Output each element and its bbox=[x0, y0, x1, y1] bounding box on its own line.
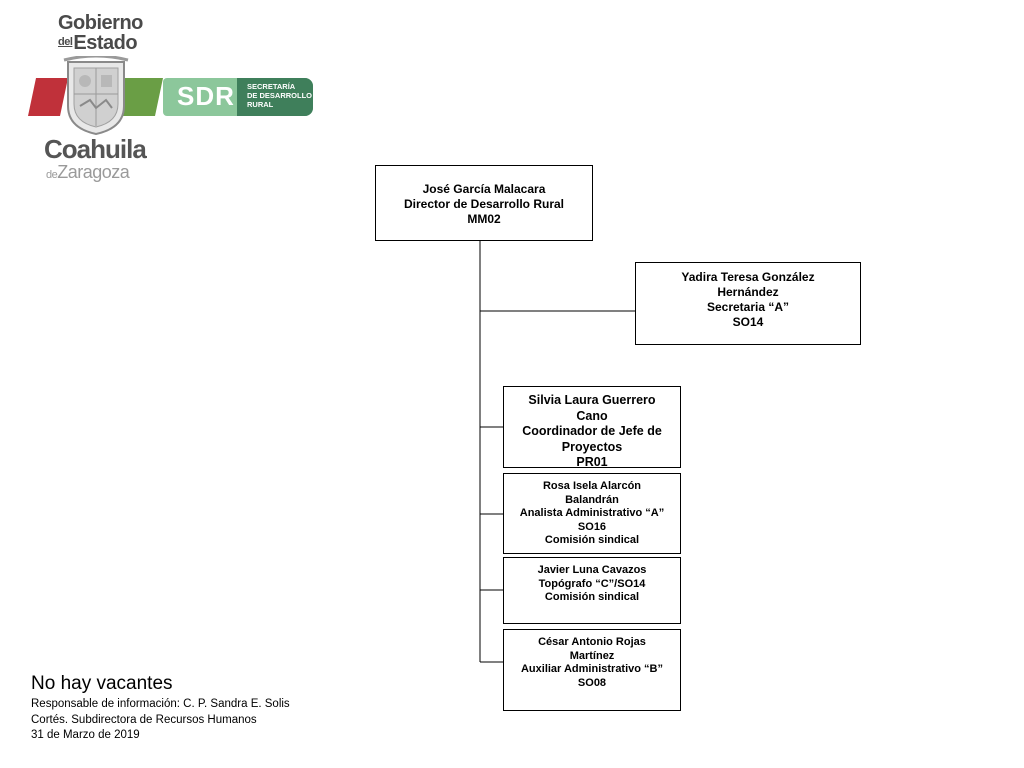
sdr-subtitle-panel: SECRETARÍA DE DESARROLLO RURAL bbox=[237, 78, 313, 116]
org-box-analista: Rosa Isela Alarcón Balandrán Analista Ad… bbox=[503, 473, 681, 554]
box-line: Javier Luna Cavazos bbox=[537, 564, 647, 576]
box-line: Martínez bbox=[569, 649, 615, 662]
box-line: Topógrafo “C”/SO14 bbox=[538, 577, 646, 590]
footer-line-2: Cortés. Subdirectora de Recursos Humanos bbox=[31, 713, 257, 726]
box-line: Comisión sindical bbox=[544, 591, 640, 603]
box-line: José García Malacara bbox=[422, 182, 546, 196]
gobierno-text: Gobierno bbox=[58, 12, 143, 34]
box-line: SO08 bbox=[577, 676, 607, 689]
box-line: Coordinador de Jefe de bbox=[522, 424, 662, 438]
org-box-topografo: Javier Luna Cavazos Topógrafo “C”/SO14 C… bbox=[503, 557, 681, 624]
box-line: SO14 bbox=[732, 315, 764, 329]
de-text: de bbox=[46, 169, 58, 181]
box-line: MM02 bbox=[467, 212, 501, 226]
coat-of-arms-icon bbox=[63, 56, 129, 136]
box-line: Secretaria “A” bbox=[706, 300, 790, 314]
org-box-auxiliar: César Antonio Rojas Martínez Auxiliar Ad… bbox=[503, 629, 681, 711]
del-text: del bbox=[58, 36, 73, 48]
zaragoza-name: Zaragoza bbox=[57, 162, 130, 182]
sdr-acronym: SDR bbox=[177, 81, 235, 111]
footer-date: 31 de Marzo de 2019 bbox=[31, 729, 140, 741]
footer-line-1: Responsable de información: C. P. Sandra… bbox=[31, 698, 290, 710]
org-box-director: José García Malacara Director de Desarro… bbox=[375, 165, 593, 241]
box-line: Rosa Isela Alarcón bbox=[542, 480, 642, 492]
box-line: SO16 bbox=[577, 520, 607, 533]
flag-stripe-icon bbox=[28, 78, 163, 116]
box-line: Comisión sindical bbox=[544, 534, 640, 546]
estado-text: Estado bbox=[73, 32, 138, 54]
government-logo: Gobierno delEstado Coahuila deZaragoza S… bbox=[28, 8, 318, 188]
box-line: Yadira Teresa González bbox=[681, 270, 815, 284]
box-line: Silvia Laura Guerrero bbox=[528, 393, 656, 407]
box-line: Balandrán bbox=[565, 493, 619, 506]
sdr-line-3: RURAL bbox=[247, 100, 274, 109]
org-box-coordinador: Silvia Laura Guerrero Cano Coordinador d… bbox=[503, 386, 681, 469]
box-line: Proyectos bbox=[561, 439, 623, 454]
footer-responsible-info: Responsable de información: C. P. Sandra… bbox=[31, 697, 301, 744]
sdr-line-2: DE DESARROLLO bbox=[247, 91, 313, 100]
box-line: César Antonio Rojas bbox=[538, 636, 646, 648]
coahuila-text: Coahuila bbox=[44, 134, 147, 164]
zaragoza-text: deZaragoza bbox=[46, 162, 130, 183]
box-line: Director de Desarrollo Rural bbox=[403, 197, 565, 211]
box-line: Auxiliar Administrativo “B” bbox=[520, 663, 663, 675]
no-vacancies-text: No hay vacantes bbox=[31, 673, 173, 694]
del-estado-text: delEstado bbox=[58, 32, 138, 55]
sdr-logo: SDR SECRETARÍA DE DESARROLLO RURAL bbox=[163, 78, 313, 116]
box-line: Cano bbox=[576, 408, 608, 423]
box-line: PR01 bbox=[576, 455, 608, 469]
box-line: Analista Administrativo “A” bbox=[519, 507, 665, 519]
sdr-subtitle: SECRETARÍA DE DESARROLLO RURAL bbox=[247, 82, 312, 109]
org-box-secretaria: Yadira Teresa González Hernández Secreta… bbox=[635, 262, 861, 345]
sdr-line-1: SECRETARÍA bbox=[247, 82, 296, 91]
box-line: Hernández bbox=[717, 285, 779, 299]
